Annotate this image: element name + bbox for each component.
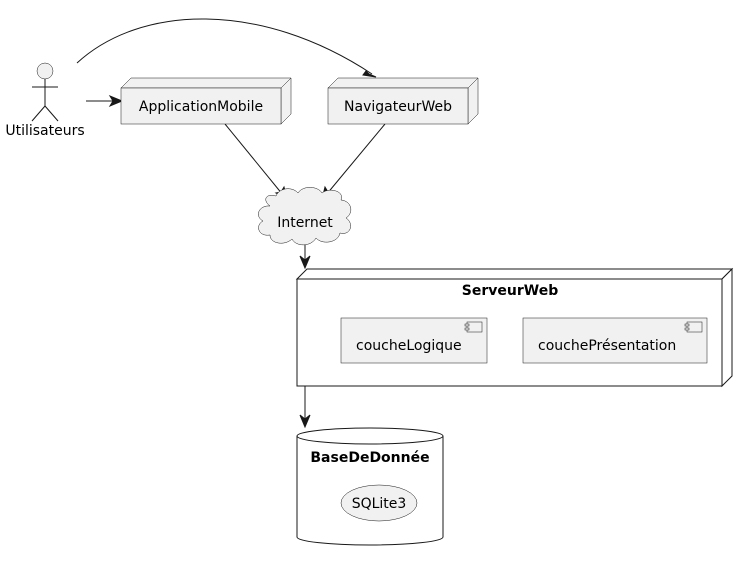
- actor-utilisateurs: Utilisateurs: [5, 62, 85, 139]
- usecase-sqlite3-label: SQLite3: [352, 496, 407, 512]
- node-applicationmobile: ApplicationMobile: [120, 77, 292, 125]
- cloud-icon: [258, 187, 352, 246]
- edge-navigateur-internet: [321, 123, 386, 200]
- node-serveurweb-label: ServeurWeb: [462, 283, 558, 299]
- node-serveurweb: ServeurWeb coucheLogique couchePrésentat…: [295, 267, 734, 388]
- component-couchelogique: coucheLogique: [340, 317, 488, 364]
- edge-applicationmobile-internet: [224, 123, 288, 200]
- node-applicationmobile-label: ApplicationMobile: [139, 99, 263, 115]
- edge-utilisateurs-navigateur: [76, 18, 377, 78]
- node-navigateurweb-label: NavigateurWeb: [344, 99, 452, 115]
- edge-serveurweb-basededonnee: [299, 386, 311, 429]
- actor-figure-icon: [31, 62, 59, 122]
- cloud-internet-label: Internet: [277, 215, 333, 231]
- database-basededonnee: BaseDeDonnée SQLite3: [296, 427, 444, 546]
- actor-label: Utilisateurs: [5, 123, 84, 139]
- cloud-internet: Internet: [258, 187, 352, 246]
- edge-utilisateurs-applicationmobile: [86, 94, 124, 108]
- component-icon: [684, 321, 703, 333]
- component-couchepresentation-label: couchePrésentation: [538, 338, 676, 354]
- component-icon: [464, 321, 483, 333]
- component-couchepresentation: couchePrésentation: [522, 317, 708, 364]
- component-couchelogique-label: coucheLogique: [356, 338, 462, 354]
- database-label: BaseDeDonnée: [310, 450, 429, 466]
- edge-internet-serveurweb: [299, 245, 311, 270]
- usecase-sqlite3: SQLite3: [340, 484, 418, 522]
- node-navigateurweb: NavigateurWeb: [327, 77, 479, 125]
